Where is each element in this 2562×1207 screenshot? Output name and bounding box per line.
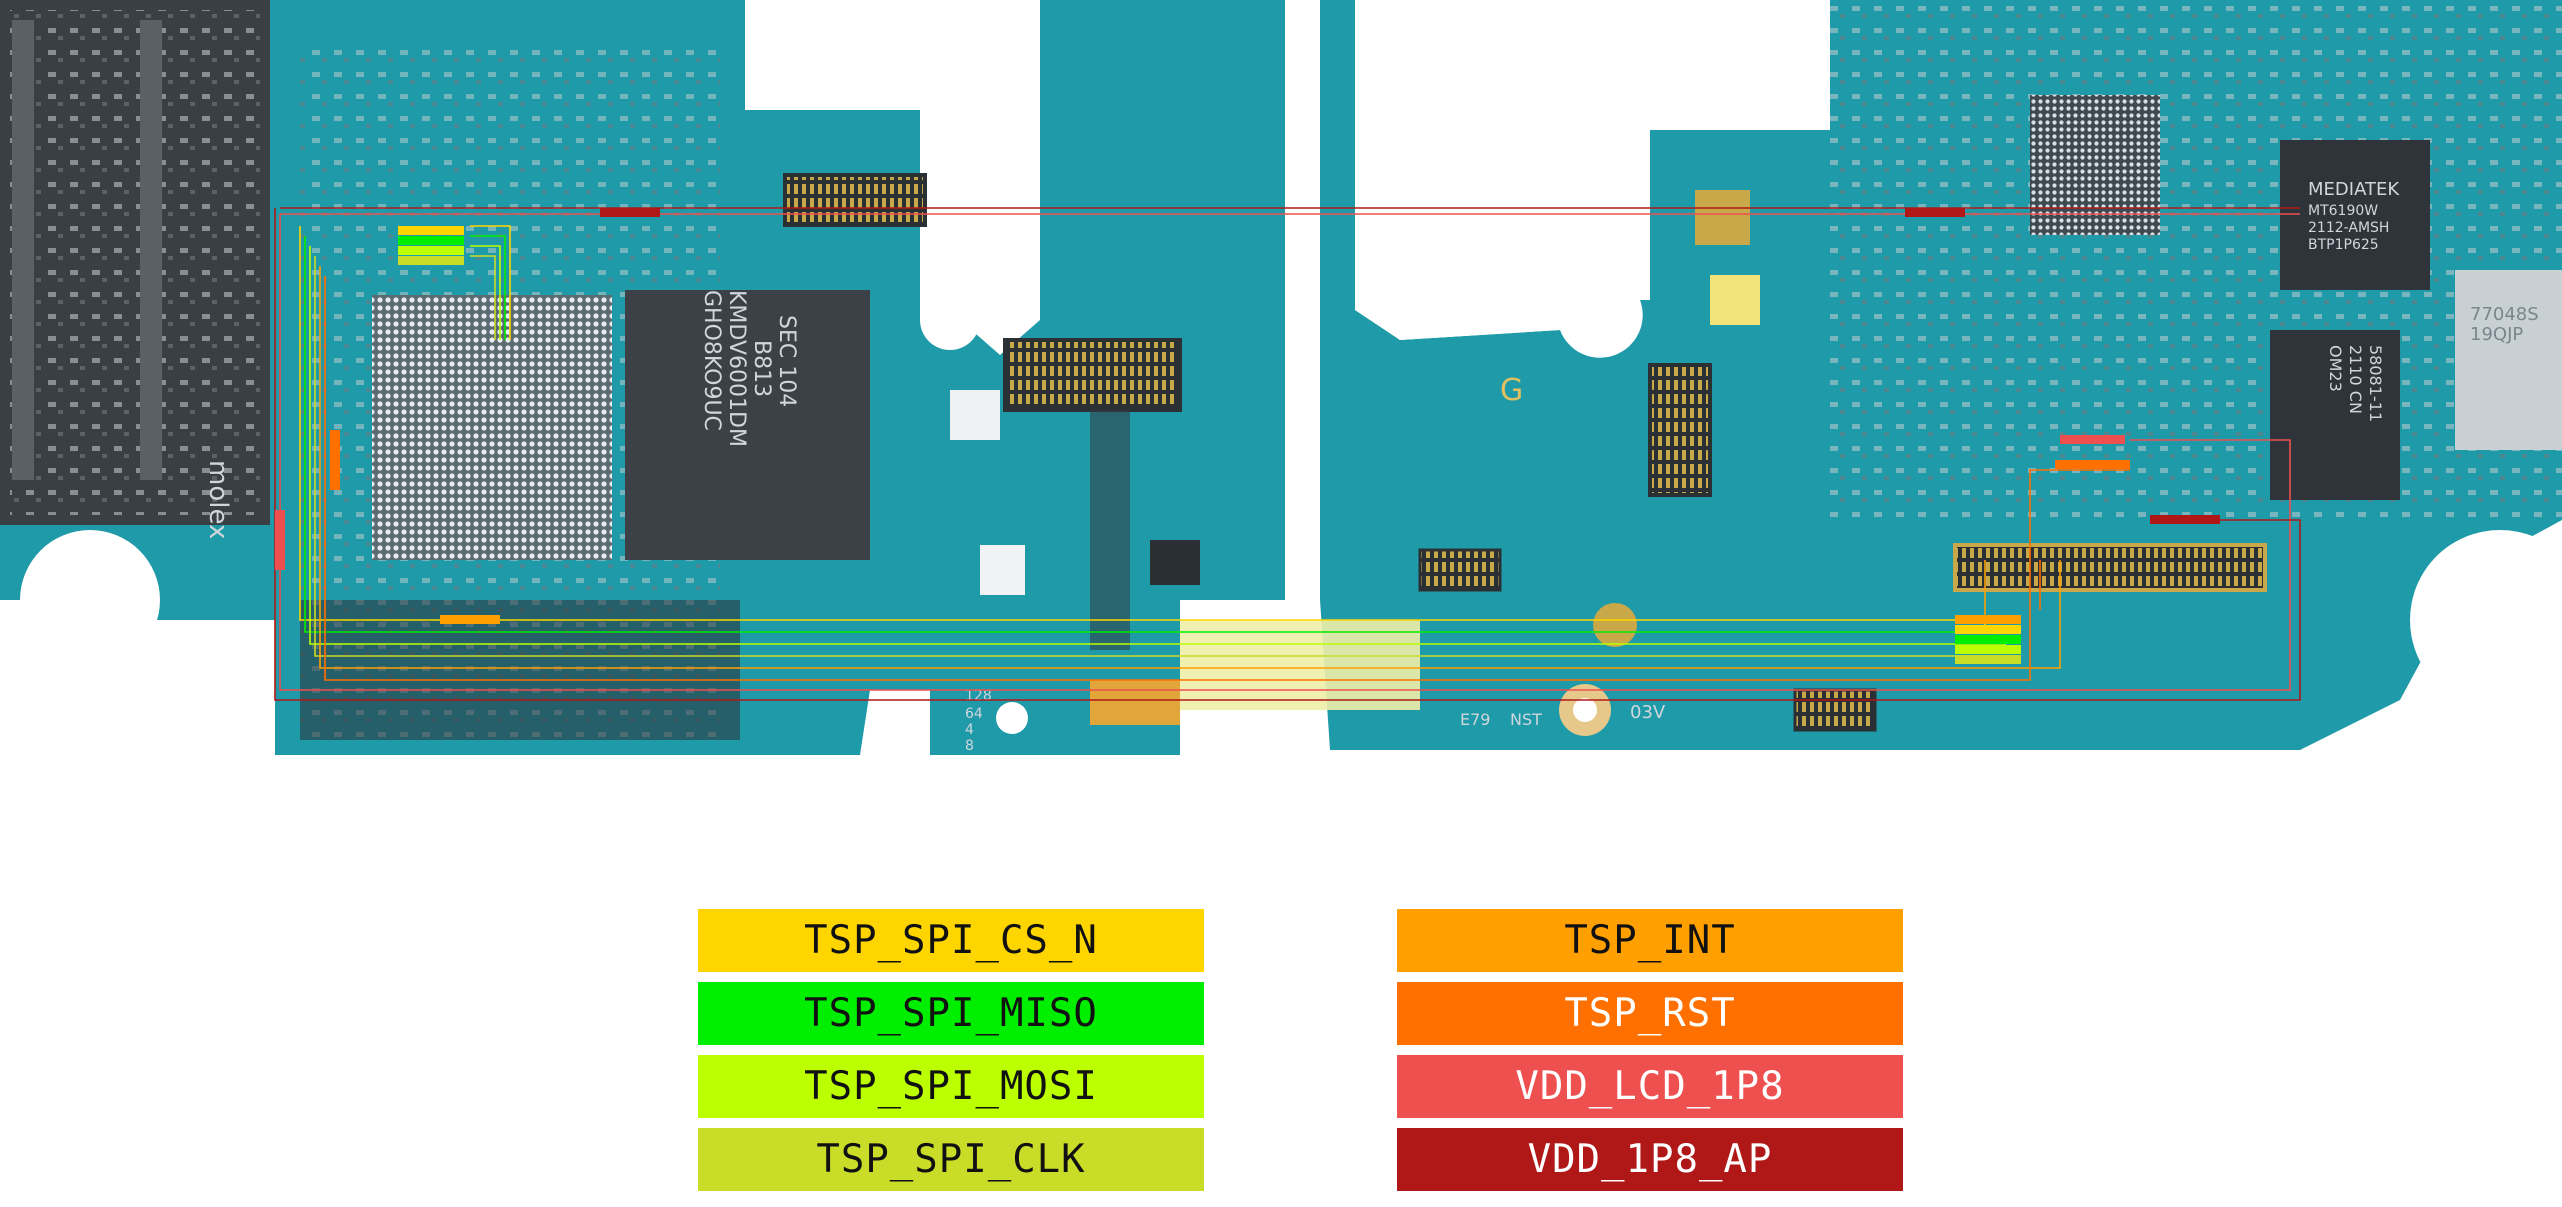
mediatek-label-3: 2112-AMSH	[2308, 220, 2389, 236]
connector-left-top	[783, 173, 927, 227]
samsung-logo: G	[1500, 373, 1523, 408]
silk-e79: E79	[1460, 710, 1490, 729]
trace-13	[470, 255, 496, 340]
mediatek-label-4: BTP1P625	[2308, 237, 2379, 253]
skyworks-chip	[2270, 330, 2400, 500]
connector-right-small	[1418, 548, 1502, 592]
legend-tsp-rst: TSP_RST	[1397, 982, 1903, 1045]
legend-tsp-spi-cs-n: TSP_SPI_CS_N	[698, 909, 1204, 972]
legend-tsp-int: TSP_INT	[1397, 909, 1903, 972]
legend-vdd-lcd-1p8: VDD_LCD_1P8	[1397, 1055, 1903, 1118]
trace-10	[470, 225, 511, 340]
trace-6	[319, 266, 2061, 669]
memory-label-2: B813	[749, 340, 774, 397]
right-board: MEDIATEK MT6190W 2112-AMSH BTP1P625 5808…	[1320, 0, 2562, 750]
trace-11	[470, 235, 506, 340]
trace-12	[470, 245, 501, 340]
chip-r-label-2: 19QJP	[2470, 324, 2523, 345]
svg-text:8: 8	[965, 738, 974, 754]
trace-7	[324, 276, 2130, 681]
connector-right-mid	[1648, 363, 1712, 497]
left-board: molex SEC 104 B813 KMDV6001DM GHO8KO9UC …	[0, 0, 1285, 755]
mediatek-chip	[2280, 140, 2430, 290]
mediatek-label-1: MEDIATEK	[2308, 179, 2400, 200]
rf-bga	[2030, 95, 2160, 235]
soc-bga	[372, 295, 612, 560]
svg-text:64: 64	[965, 706, 983, 722]
memory-label-1: SEC 104	[774, 315, 799, 407]
flex-strip	[1180, 620, 1420, 710]
molex-label: molex	[203, 460, 233, 539]
pcb-board-diagram: molex SEC 104 B813 KMDV6001DM GHO8KO9UC …	[0, 0, 2562, 755]
silk-03v: 03V	[1630, 702, 1666, 723]
connector-right-bottom	[1793, 688, 1877, 732]
skyworks-label-1: 58081-11	[2366, 345, 2385, 422]
skyworks-label-3: OM23	[2326, 345, 2345, 392]
skyworks-label-2: 2110 CN	[2346, 345, 2365, 414]
legend-tsp-spi-mosi: TSP_SPI_MOSI	[698, 1055, 1204, 1118]
test-point-tags	[275, 208, 2220, 664]
memory-chip	[625, 290, 870, 560]
memory-label-3: KMDV6001DM	[724, 290, 749, 447]
connector-left-mid	[1003, 338, 1182, 412]
shield-can	[2455, 270, 2562, 450]
legend-tsp-spi-clk: TSP_SPI_CLK	[698, 1128, 1204, 1191]
legend-tsp-spi-miso: TSP_SPI_MISO	[698, 982, 1204, 1045]
svg-text:4: 4	[965, 722, 974, 738]
lcd-connector	[1953, 543, 2267, 592]
mediatek-label-2: MT6190W	[2308, 203, 2378, 219]
legend-vdd-1p8-ap: VDD_1P8_AP	[1397, 1128, 1903, 1191]
silk-nst: NST	[1510, 710, 1542, 729]
chip-r-label-1: 77048S	[2470, 304, 2539, 325]
memory-label-4: GHO8KO9UC	[699, 290, 724, 431]
